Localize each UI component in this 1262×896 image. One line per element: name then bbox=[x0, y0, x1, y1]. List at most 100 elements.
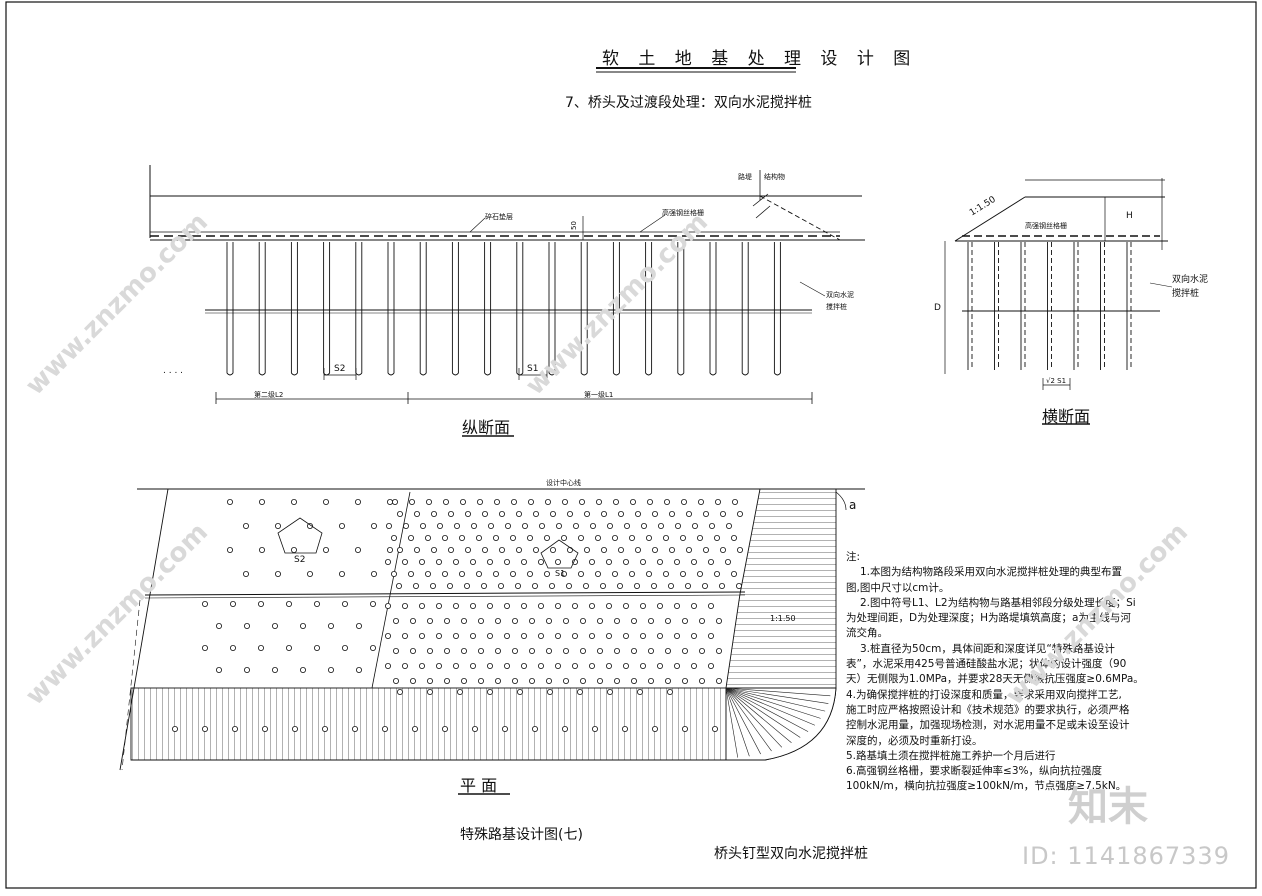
pile-dot bbox=[703, 547, 710, 554]
pile-dot bbox=[669, 510, 676, 517]
pile-dot bbox=[486, 633, 493, 640]
pile-dot bbox=[322, 498, 329, 505]
pile-dot bbox=[577, 689, 584, 696]
pile-dot bbox=[665, 678, 672, 685]
pile-dot bbox=[392, 678, 399, 685]
pile-dot bbox=[258, 498, 265, 505]
pile-dot bbox=[674, 603, 681, 610]
pile-dot bbox=[612, 571, 619, 578]
pile-dot bbox=[503, 603, 510, 610]
pile-dot bbox=[635, 547, 642, 554]
pile-dot bbox=[545, 498, 552, 505]
pile-dot bbox=[691, 633, 698, 640]
pile-dot bbox=[555, 559, 562, 566]
pile-dot bbox=[257, 601, 264, 608]
pile-dot bbox=[580, 648, 587, 655]
note-line: 控制水泥用量，加强现场检测，对水泥用量不足或未设至设计 bbox=[846, 719, 1130, 732]
dots-ellipsis: . . . . bbox=[163, 366, 184, 376]
long-leader-pile bbox=[799, 281, 826, 297]
longitudinal-piles bbox=[226, 242, 781, 376]
pile-dot bbox=[460, 618, 467, 625]
pile-dot bbox=[409, 678, 416, 685]
pile-dot bbox=[595, 535, 602, 542]
label-cross-spacing: √2 S1 bbox=[1046, 377, 1067, 385]
pile-dot bbox=[657, 633, 664, 640]
pile-dot bbox=[646, 571, 653, 578]
pile-dot bbox=[555, 633, 562, 640]
note-line: 天）无侧限为1.0MPa，并要求28天无侧限抗压强度≥0.6MPa。 bbox=[846, 673, 1144, 686]
pile-dot bbox=[418, 633, 425, 640]
pile-dot bbox=[418, 603, 425, 610]
pile-dot bbox=[443, 648, 450, 655]
pile-dot bbox=[242, 523, 249, 530]
embankment-slope bbox=[759, 195, 841, 241]
pile-dot bbox=[580, 618, 587, 625]
pile-dot bbox=[477, 618, 484, 625]
pile-dot bbox=[556, 523, 563, 530]
pile-dot bbox=[290, 547, 297, 554]
fan-hatch-line bbox=[725, 687, 831, 697]
fan-hatch-line bbox=[725, 687, 821, 719]
pile-dot bbox=[503, 559, 510, 566]
pile-dot bbox=[492, 571, 499, 578]
pile-dot bbox=[469, 633, 476, 640]
pile-dot bbox=[699, 678, 706, 685]
pile-dot bbox=[327, 623, 334, 630]
pile-dot bbox=[708, 663, 715, 670]
pile-dot bbox=[338, 571, 345, 578]
pile-dot bbox=[299, 667, 306, 674]
angle-arc bbox=[835, 491, 847, 511]
pile-dot bbox=[243, 667, 250, 674]
pile-dot bbox=[682, 678, 689, 685]
pile-dot bbox=[614, 618, 621, 625]
pile-dot bbox=[515, 583, 522, 590]
pile-dot bbox=[546, 648, 553, 655]
fan-hatch-line bbox=[725, 687, 739, 758]
fan-hatch-line bbox=[725, 687, 750, 757]
pile-dot bbox=[521, 603, 528, 610]
pile-dot bbox=[322, 547, 329, 554]
pile-dot bbox=[579, 498, 586, 505]
pile-dot bbox=[517, 689, 524, 696]
pile-dot bbox=[476, 498, 483, 505]
pile-dot bbox=[527, 571, 534, 578]
pile-dot bbox=[477, 678, 484, 685]
pile-dot bbox=[231, 726, 238, 733]
drawing-subtitle: 7、桥头及过渡段处理：双向水泥搅拌桩 bbox=[565, 95, 812, 111]
pile-dot bbox=[712, 726, 719, 733]
cross-spacing-dim bbox=[1042, 378, 1071, 390]
pile-dot bbox=[714, 535, 721, 542]
pile-dot bbox=[447, 510, 454, 517]
pile-dot bbox=[674, 663, 681, 670]
pile-dot bbox=[674, 633, 681, 640]
pile-dot bbox=[607, 523, 614, 530]
pile-dot bbox=[686, 547, 693, 554]
notes-block: 注: 1.本图为结构物路段采用双向水泥搅拌桩处理的典型布置 图,图中尺寸以cm计… bbox=[846, 550, 1144, 795]
pile-dot bbox=[631, 678, 638, 685]
pile-dot bbox=[652, 726, 659, 733]
label-s2: S2 bbox=[334, 364, 346, 374]
pile-dot bbox=[715, 498, 722, 505]
pile-dot bbox=[663, 535, 670, 542]
pile-dot bbox=[354, 547, 361, 554]
pile-dot bbox=[657, 559, 664, 566]
pile-dot bbox=[402, 523, 409, 530]
pile-dot bbox=[533, 510, 540, 517]
pile-dot bbox=[580, 678, 587, 685]
pile-dot bbox=[261, 726, 268, 733]
pile-dot bbox=[313, 645, 320, 652]
pile-dot bbox=[313, 601, 320, 608]
label-angle: a bbox=[849, 498, 857, 512]
pile-dot bbox=[532, 583, 539, 590]
pile-dot bbox=[486, 603, 493, 610]
pile-dot bbox=[538, 603, 545, 610]
pile-dot bbox=[614, 648, 621, 655]
pile-dot bbox=[572, 663, 579, 670]
pile-dot bbox=[584, 547, 591, 554]
pile-dot bbox=[600, 583, 607, 590]
pile-dot bbox=[274, 523, 281, 530]
pile-dot bbox=[503, 663, 510, 670]
pile-dot bbox=[589, 559, 596, 566]
pile-dot bbox=[680, 571, 687, 578]
